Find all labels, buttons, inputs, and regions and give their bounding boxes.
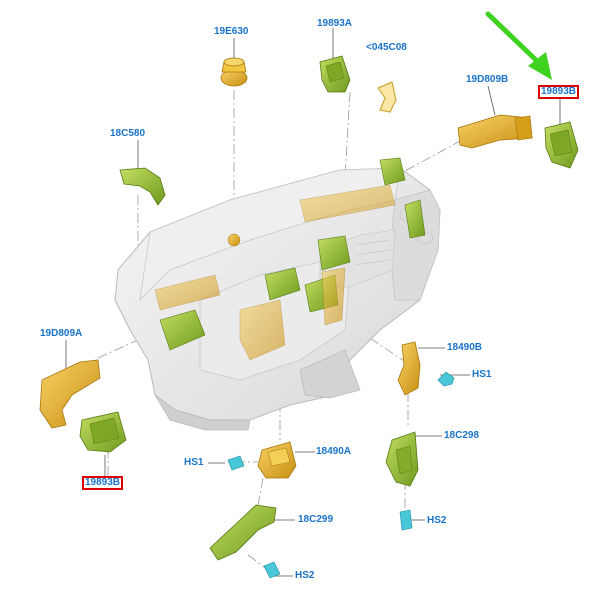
part-19893a — [319, 55, 351, 93]
label-hs2-bottom: HS2 — [295, 570, 315, 581]
label-hs1-right: HS1 — [472, 369, 492, 380]
label-18c299: 18C299 — [298, 514, 334, 525]
label-19893b-left: 19893B — [82, 476, 124, 490]
fastener-hs2-right — [399, 509, 413, 531]
part-18490b — [397, 341, 421, 396]
label-19e630: 19E630 — [214, 26, 249, 37]
part-18c299 — [209, 504, 277, 561]
fastener-hs1-left — [227, 455, 245, 471]
part-045c08 — [377, 81, 397, 113]
part-19e630 — [220, 57, 248, 87]
label-18c298: 18C298 — [444, 430, 480, 441]
label-18490a: 18490A — [316, 446, 352, 457]
fastener-hs2-bottom — [263, 561, 281, 579]
label-hs1-left: HS1 — [184, 457, 204, 468]
part-18c580 — [119, 167, 166, 206]
part-18c298 — [385, 431, 419, 487]
label-19893a: 19893A — [317, 18, 353, 29]
fastener-hs1-right — [437, 371, 455, 387]
label-19893b-top: 19893B — [538, 85, 580, 99]
part-19d809a — [39, 359, 101, 429]
label-18490b: 18490B — [447, 342, 483, 353]
label-19d809b: 19D809B — [466, 74, 509, 85]
part-19d809b — [457, 114, 533, 149]
label-18c580: 18C580 — [110, 128, 146, 139]
label-045c08: <045C08 — [366, 42, 407, 53]
label-hs2-right: HS2 — [427, 515, 447, 526]
instrument-panel — [114, 157, 441, 431]
green-arrow-icon — [485, 11, 552, 80]
part-19893b-top — [544, 121, 579, 169]
part-18490a — [257, 441, 297, 479]
part-19893b-left — [79, 411, 127, 453]
label-19d809a: 19D809A — [40, 328, 83, 339]
